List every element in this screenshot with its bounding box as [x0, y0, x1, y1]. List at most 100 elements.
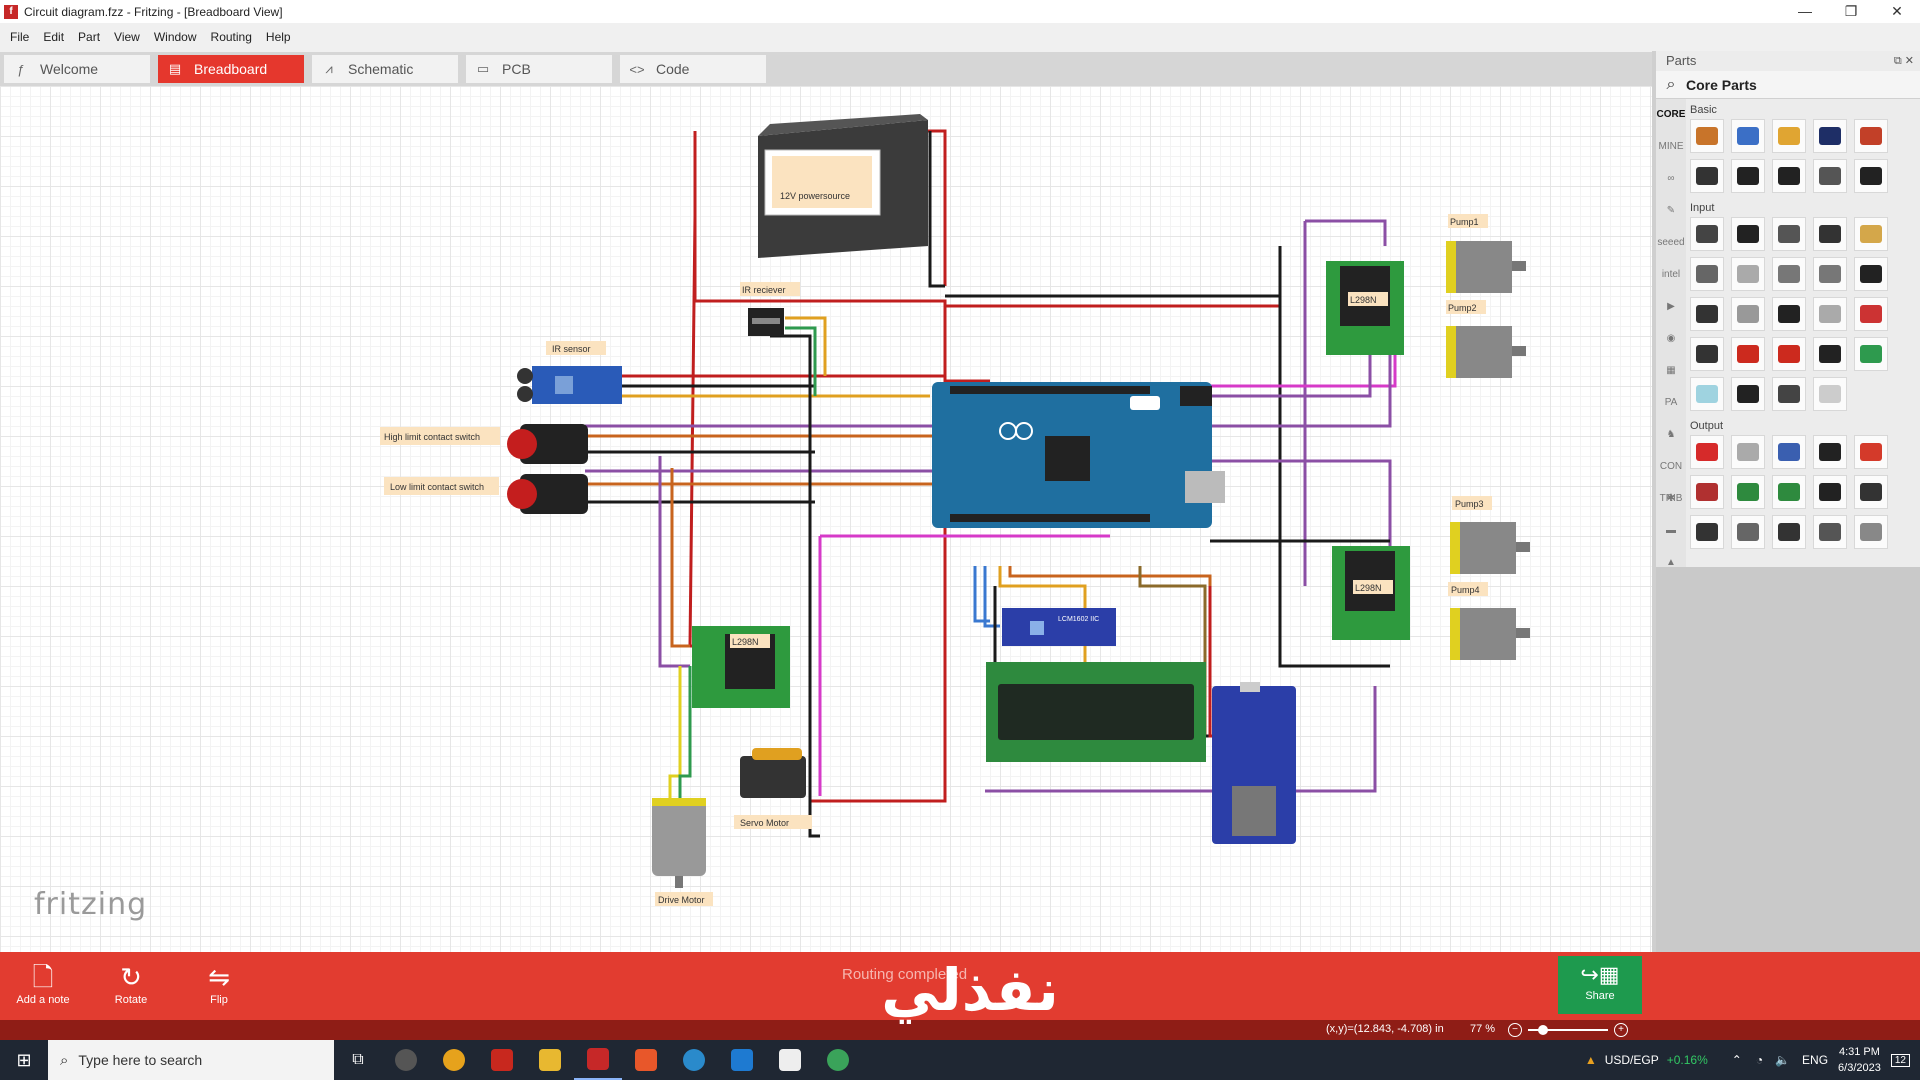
part-tile[interactable] — [1772, 119, 1806, 153]
part-tile[interactable] — [1813, 159, 1847, 193]
restore-button[interactable]: ❐ — [1844, 3, 1858, 19]
wire-yellow-drive-motor[interactable] — [668, 666, 682, 806]
notion-icon[interactable] — [766, 1040, 814, 1080]
part-tile[interactable] — [1854, 337, 1888, 371]
add-note-button[interactable]: 🗋 Add a note — [8, 960, 78, 1006]
menu-routing[interactable]: Routing — [210, 30, 252, 44]
part-tile[interactable] — [1731, 159, 1765, 193]
low-limit-switch[interactable]: Low limit contact switch — [384, 474, 588, 514]
part-tile[interactable] — [1731, 475, 1765, 509]
menu-view[interactable]: View — [114, 30, 140, 44]
part-tile[interactable] — [1731, 435, 1765, 469]
wire-red-driver[interactable] — [688, 215, 720, 648]
zoom-in-icon[interactable]: + — [1614, 1023, 1628, 1037]
menu-edit[interactable]: Edit — [43, 30, 65, 44]
part-tile[interactable] — [1731, 377, 1765, 411]
vscode-icon[interactable] — [718, 1040, 766, 1080]
share-button[interactable]: ↪▦ Share — [1558, 956, 1642, 1014]
part-tile[interactable] — [1772, 475, 1806, 509]
language-indicator[interactable]: ENG — [1802, 1053, 1829, 1067]
part-tile[interactable] — [1813, 337, 1847, 371]
pump3[interactable]: Pump3 — [1450, 496, 1530, 574]
menu-file[interactable]: File — [10, 30, 30, 44]
tab-schematic[interactable]: ⩘ Schematic — [312, 55, 458, 83]
bin-core[interactable]: CORE — [1656, 109, 1686, 120]
bin-play-icon[interactable]: ▶ — [1667, 301, 1675, 312]
windows-start-icon[interactable]: ⊞ — [16, 1049, 32, 1070]
bin-arduino-icon[interactable]: ∞ — [1667, 173, 1675, 184]
wire-yellow-lcd[interactable] — [998, 566, 1087, 731]
lcd-display[interactable]: LCM1602 IIC — [986, 608, 1206, 762]
nodemcu[interactable] — [1212, 682, 1296, 844]
part-tile[interactable] — [1690, 257, 1724, 291]
bin-gear-icon[interactable]: ✱ — [1666, 493, 1676, 504]
bin-seeed[interactable]: seeed — [1657, 237, 1685, 248]
high-limit-switch[interactable]: High limit contact switch — [380, 424, 588, 464]
l298n-driver-right[interactable]: L298N — [1332, 546, 1410, 640]
part-tile[interactable] — [1854, 475, 1888, 509]
pump4[interactable]: Pump4 — [1448, 582, 1530, 660]
part-tile[interactable] — [1772, 377, 1806, 411]
wire-purple-nodemcu[interactable] — [985, 686, 1377, 793]
tab-welcome[interactable]: ƒ Welcome — [4, 55, 150, 83]
part-tile[interactable] — [1772, 159, 1806, 193]
part-tile[interactable] — [1690, 119, 1724, 153]
part-tile[interactable] — [1813, 475, 1847, 509]
close-button[interactable]: ✕ — [1891, 3, 1903, 19]
part-tile[interactable] — [1813, 119, 1847, 153]
wire-purple-driver[interactable] — [658, 456, 690, 668]
tab-breadboard[interactable]: ▤ Breadboard — [158, 55, 304, 83]
part-tile[interactable] — [1813, 515, 1847, 549]
solidworks-icon[interactable] — [478, 1040, 526, 1080]
part-tile[interactable] — [1854, 515, 1888, 549]
part-tile[interactable] — [1854, 119, 1888, 153]
part-tile[interactable] — [1731, 337, 1765, 371]
pump1[interactable]: Pump1 — [1446, 214, 1526, 293]
part-tile[interactable] — [1772, 337, 1806, 371]
part-tile[interactable] — [1772, 257, 1806, 291]
bin-strip-icon[interactable]: ▬ — [1666, 525, 1676, 536]
panel-float-close-icon[interactable]: ⧉ ✕ — [1893, 55, 1914, 67]
clock[interactable]: 4:31 PM 6/3/2023 — [1838, 1044, 1881, 1076]
part-tile[interactable] — [1690, 435, 1724, 469]
l298n-driver-center[interactable]: L298N — [692, 626, 790, 708]
part-tile[interactable] — [1690, 159, 1724, 193]
bin-circle-icon[interactable]: ◉ — [1666, 333, 1676, 344]
part-tile[interactable] — [1813, 435, 1847, 469]
menu-help[interactable]: Help — [265, 30, 291, 44]
l298n-driver-top[interactable]: L298N — [1326, 261, 1404, 355]
part-tile[interactable] — [1854, 297, 1888, 331]
part-tile[interactable] — [1690, 337, 1724, 371]
wire-black-power[interactable] — [928, 131, 945, 288]
file-explorer-icon[interactable] — [526, 1040, 574, 1080]
bin-pa[interactable]: PA — [1664, 397, 1678, 408]
part-tile[interactable] — [1731, 297, 1765, 331]
wire-blue-lcd[interactable] — [983, 566, 1000, 628]
wire-yellow-ir-receiver[interactable] — [785, 316, 827, 376]
part-tile[interactable] — [1731, 217, 1765, 251]
network-icon[interactable]: ◔ — [1755, 1053, 1764, 1067]
part-tile[interactable] — [1690, 217, 1724, 251]
fritzing-taskbar-icon[interactable] — [574, 1040, 622, 1080]
ir-sensor[interactable]: IR sensor — [517, 341, 622, 404]
menu-part[interactable]: Part — [78, 30, 101, 44]
part-tile[interactable] — [1690, 475, 1724, 509]
zoom-slider-handle[interactable] — [1538, 1025, 1548, 1035]
react-icon[interactable] — [670, 1040, 718, 1080]
wire-green-ir-receiver[interactable] — [785, 326, 817, 396]
tab-code[interactable]: <> Code — [620, 55, 766, 83]
tray-chevron-icon[interactable]: ⌃ — [1731, 1053, 1742, 1067]
part-tile[interactable] — [1854, 217, 1888, 251]
taskbar-search-box[interactable]: ⌕ Type here to search — [48, 1040, 334, 1080]
arduino-mega[interactable] — [932, 382, 1225, 528]
wire-green-drive-motor[interactable] — [678, 666, 692, 806]
part-tile[interactable] — [1813, 257, 1847, 291]
part-tile[interactable] — [1772, 297, 1806, 331]
zoom-out-icon[interactable]: − — [1508, 1023, 1522, 1037]
part-tile[interactable] — [1854, 159, 1888, 193]
wire-purple-top[interactable] — [1305, 219, 1387, 246]
wire-black-ir-receiver[interactable] — [770, 334, 820, 838]
chrome-icon[interactable] — [430, 1040, 478, 1080]
bin-pen-icon[interactable]: ✎ — [1666, 205, 1676, 216]
ir-receiver[interactable]: IR reciever — [740, 282, 800, 336]
